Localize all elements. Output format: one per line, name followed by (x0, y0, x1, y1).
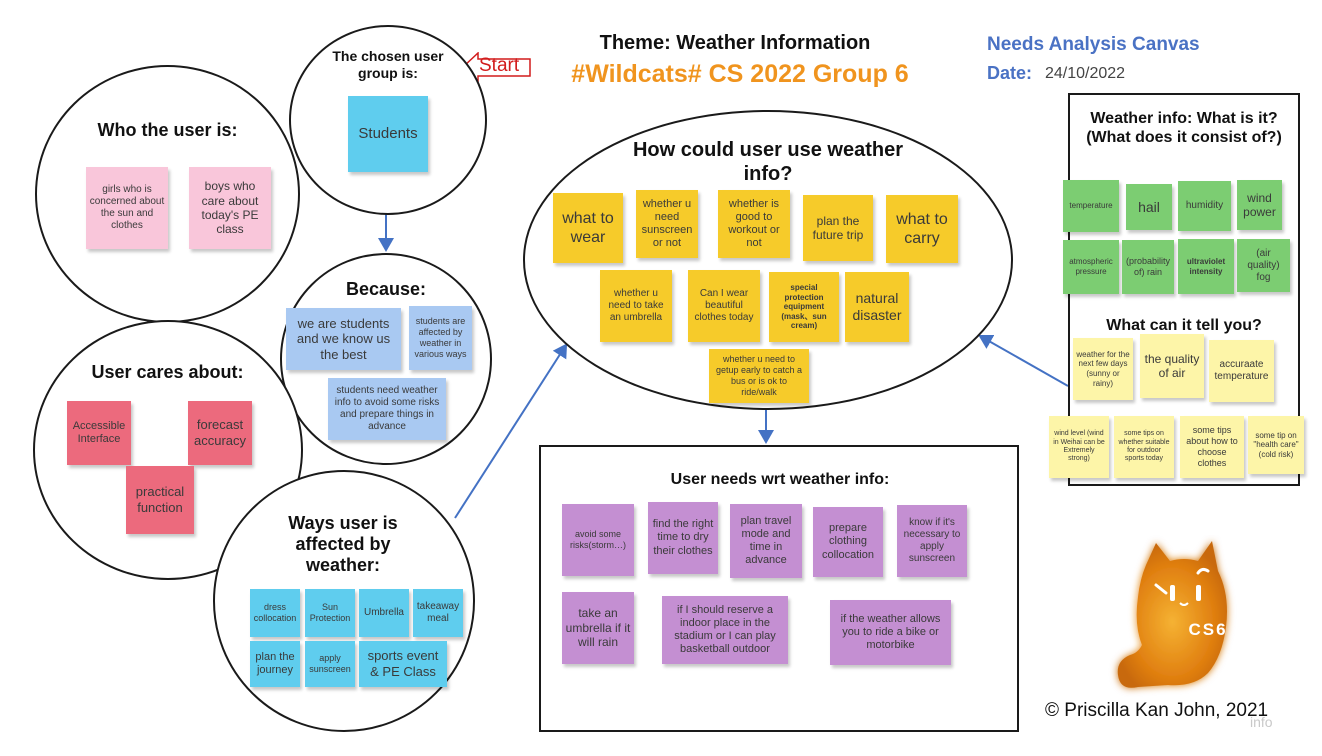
note-apply-sunscreen-need: know if it's necessary to apply sunscree… (897, 505, 967, 577)
start-label: Start (479, 55, 520, 76)
theme-title: Theme: Weather Information (599, 32, 871, 54)
note-forecast-accuracy: forecast accuracy (188, 401, 252, 465)
note-dry-clothes: find the right time to dry their clothes (648, 502, 718, 574)
note-health-care: some tip on "health care" (cold risk) (1248, 416, 1304, 474)
cares-about-title: User cares about: (91, 362, 244, 382)
note-outdoor-sports: some tips on whether suitable for outdoo… (1114, 416, 1174, 478)
note-good-workout: whether is good to workout or not (718, 190, 790, 258)
note-wind-level: wind level (wind in Weihai can be Extrem… (1049, 416, 1109, 478)
note-hail: hail (1126, 184, 1172, 230)
note-umbrella: Umbrella (359, 589, 409, 637)
user-needs-box (539, 445, 1019, 732)
what-is-it-title: Weather info: What is it? (What does it … (1086, 110, 1282, 146)
faint-info-text: info (1250, 714, 1273, 730)
how-use-title: How could user use weather info? (632, 139, 904, 185)
because-title: Because: (345, 279, 427, 299)
note-ultraviolet: ultraviolet intensity (1178, 239, 1234, 294)
group-title: #Wildcats# CS 2022 Group 6 (571, 60, 909, 88)
note-plan-trip: plan the future trip (803, 195, 873, 261)
tell-you-title: What can it tell you? (1106, 317, 1262, 334)
note-what-to-carry: what to carry (886, 195, 958, 263)
note-boys: boys who care about today's PE class (189, 167, 271, 249)
canvas-title: Needs Analysis Canvas (987, 34, 1200, 55)
note-protection-equipment: special protection equipment (mask、sun c… (769, 272, 839, 342)
copyright: © Priscilla Kan John, 2021 (1045, 700, 1269, 721)
note-takeaway-meal: takeaway meal (413, 589, 463, 637)
note-humidity: humidity (1178, 181, 1231, 231)
note-choose-clothes: some tips about how to choose clothes (1180, 416, 1244, 478)
note-reserve-indoor: if I should reserve a indoor place in th… (662, 596, 788, 664)
note-beautiful-clothes: Can I wear beautiful clothes today (688, 270, 760, 342)
note-students: Students (348, 96, 428, 172)
note-prepare-clothing: prepare clothing collocation (813, 507, 883, 577)
ways-affected-title: Ways user is affected by weather: (288, 513, 398, 576)
note-atmospheric-pressure: atmospheric pressure (1063, 240, 1119, 294)
note-rain: (probability of) rain (1122, 240, 1174, 294)
user-needs-title: User needs wrt weather info: (670, 471, 890, 488)
note-accessible-interface: Accessible Interface (67, 401, 131, 465)
arrow-info-to-how (978, 334, 1069, 387)
note-sports-event: sports event & PE Class (359, 641, 447, 687)
note-sun-protection: Sun Protection (305, 589, 355, 637)
date-label: Date: (987, 63, 1033, 83)
logo-text: CS6 (1188, 620, 1228, 639)
note-we-are-students: we are students and we know us the best (286, 308, 401, 370)
note-quality-air: the quality of air (1140, 334, 1204, 398)
note-avoid-risks: students need weather info to avoid some… (328, 378, 446, 440)
note-what-to-wear: what to wear (553, 193, 623, 263)
arrow-ways-to-how (454, 343, 568, 519)
who-user-title: Who the user is: (97, 120, 238, 140)
note-plan-journey: plan the journey (250, 641, 300, 687)
note-natural-disaster: natural disaster (845, 272, 909, 342)
note-affected-various: students are affected by weather in vari… (409, 306, 472, 370)
note-take-umbrella: whether u need to take an umbrella (600, 270, 672, 342)
note-ride-bike: if the weather allows you to ride a bike… (830, 600, 951, 665)
note-wind-power: wind power (1237, 180, 1282, 230)
note-getup-early: whether u need to getup early to catch a… (709, 349, 809, 403)
cs6-cat-logo-icon (1117, 541, 1227, 688)
note-plan-travel: plan travel mode and time in advance (730, 504, 802, 578)
note-girls: girls who is concerned about the sun and… (86, 167, 168, 249)
note-need-sunscreen: whether u need sunscreen or not (636, 190, 698, 258)
note-dress-collocation: dress collocation (250, 589, 300, 637)
note-temperature: temperature (1063, 180, 1119, 232)
note-apply-sunscreen: apply sunscreen (305, 641, 355, 687)
note-avoid-storm: avoid some risks(storm…) (562, 504, 634, 576)
date-value: 24/10/2022 (1045, 65, 1126, 82)
note-accurate-temperature: accuraate temperature (1209, 340, 1274, 402)
note-next-days: weather for the next few days (sunny or … (1073, 338, 1133, 400)
note-practical-function: practical function (126, 466, 194, 534)
note-take-umbrella-rain: take an umbrella if it will rain (562, 592, 634, 664)
chosen-group-title: The chosen user group is: (332, 48, 444, 81)
note-air-quality: (air quality) fog (1237, 239, 1290, 292)
